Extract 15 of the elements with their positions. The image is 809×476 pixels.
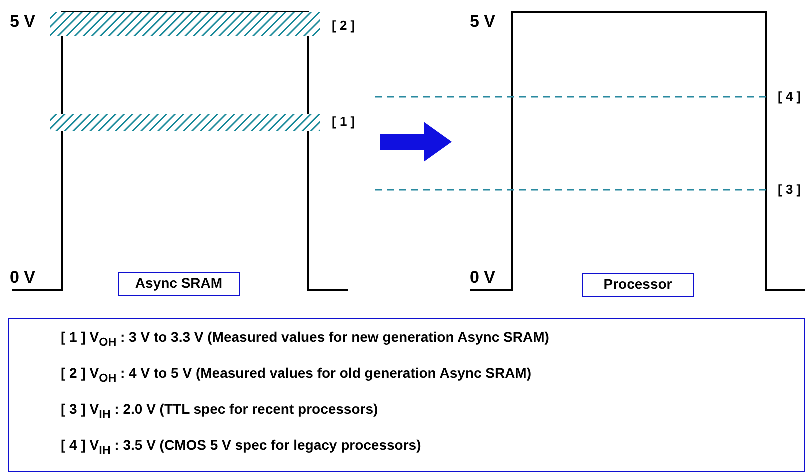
- legend-text: [ 2 ] V$_{OH}$ : 4 V to 5 V (Measured values for old generation Async SRAM): [61, 365, 532, 385]
- legend-text: [ 1 ] V$_{OH}$ : 3 V to 3.3 V (Measured values for new generation Async SRAM): [61, 329, 550, 349]
- voltage-label: 5 V: [470, 12, 496, 32]
- callout-number: [ 3 ]: [778, 182, 802, 197]
- legend-text: [ 3 ] V$_{IH}$ : 2.0 V (TTL spec for recent processors): [61, 401, 378, 421]
- callout-number: [ 4 ]: [778, 89, 802, 104]
- callout-number: [ 2 ]: [332, 18, 356, 33]
- callout-number: [ 1 ]: [332, 114, 356, 129]
- voltage-label: 5 V: [10, 12, 36, 32]
- label-box: Async SRAM: [118, 272, 240, 296]
- legend-panel: [8, 318, 805, 472]
- voltage-label: 0 V: [470, 268, 496, 288]
- voltage-label: 0 V: [10, 268, 36, 288]
- label-box: Processor: [582, 273, 694, 297]
- legend-text: [ 4 ] V$_{IH}$ : 3.5 V (CMOS 5 V spec for legacy processors): [61, 437, 422, 457]
